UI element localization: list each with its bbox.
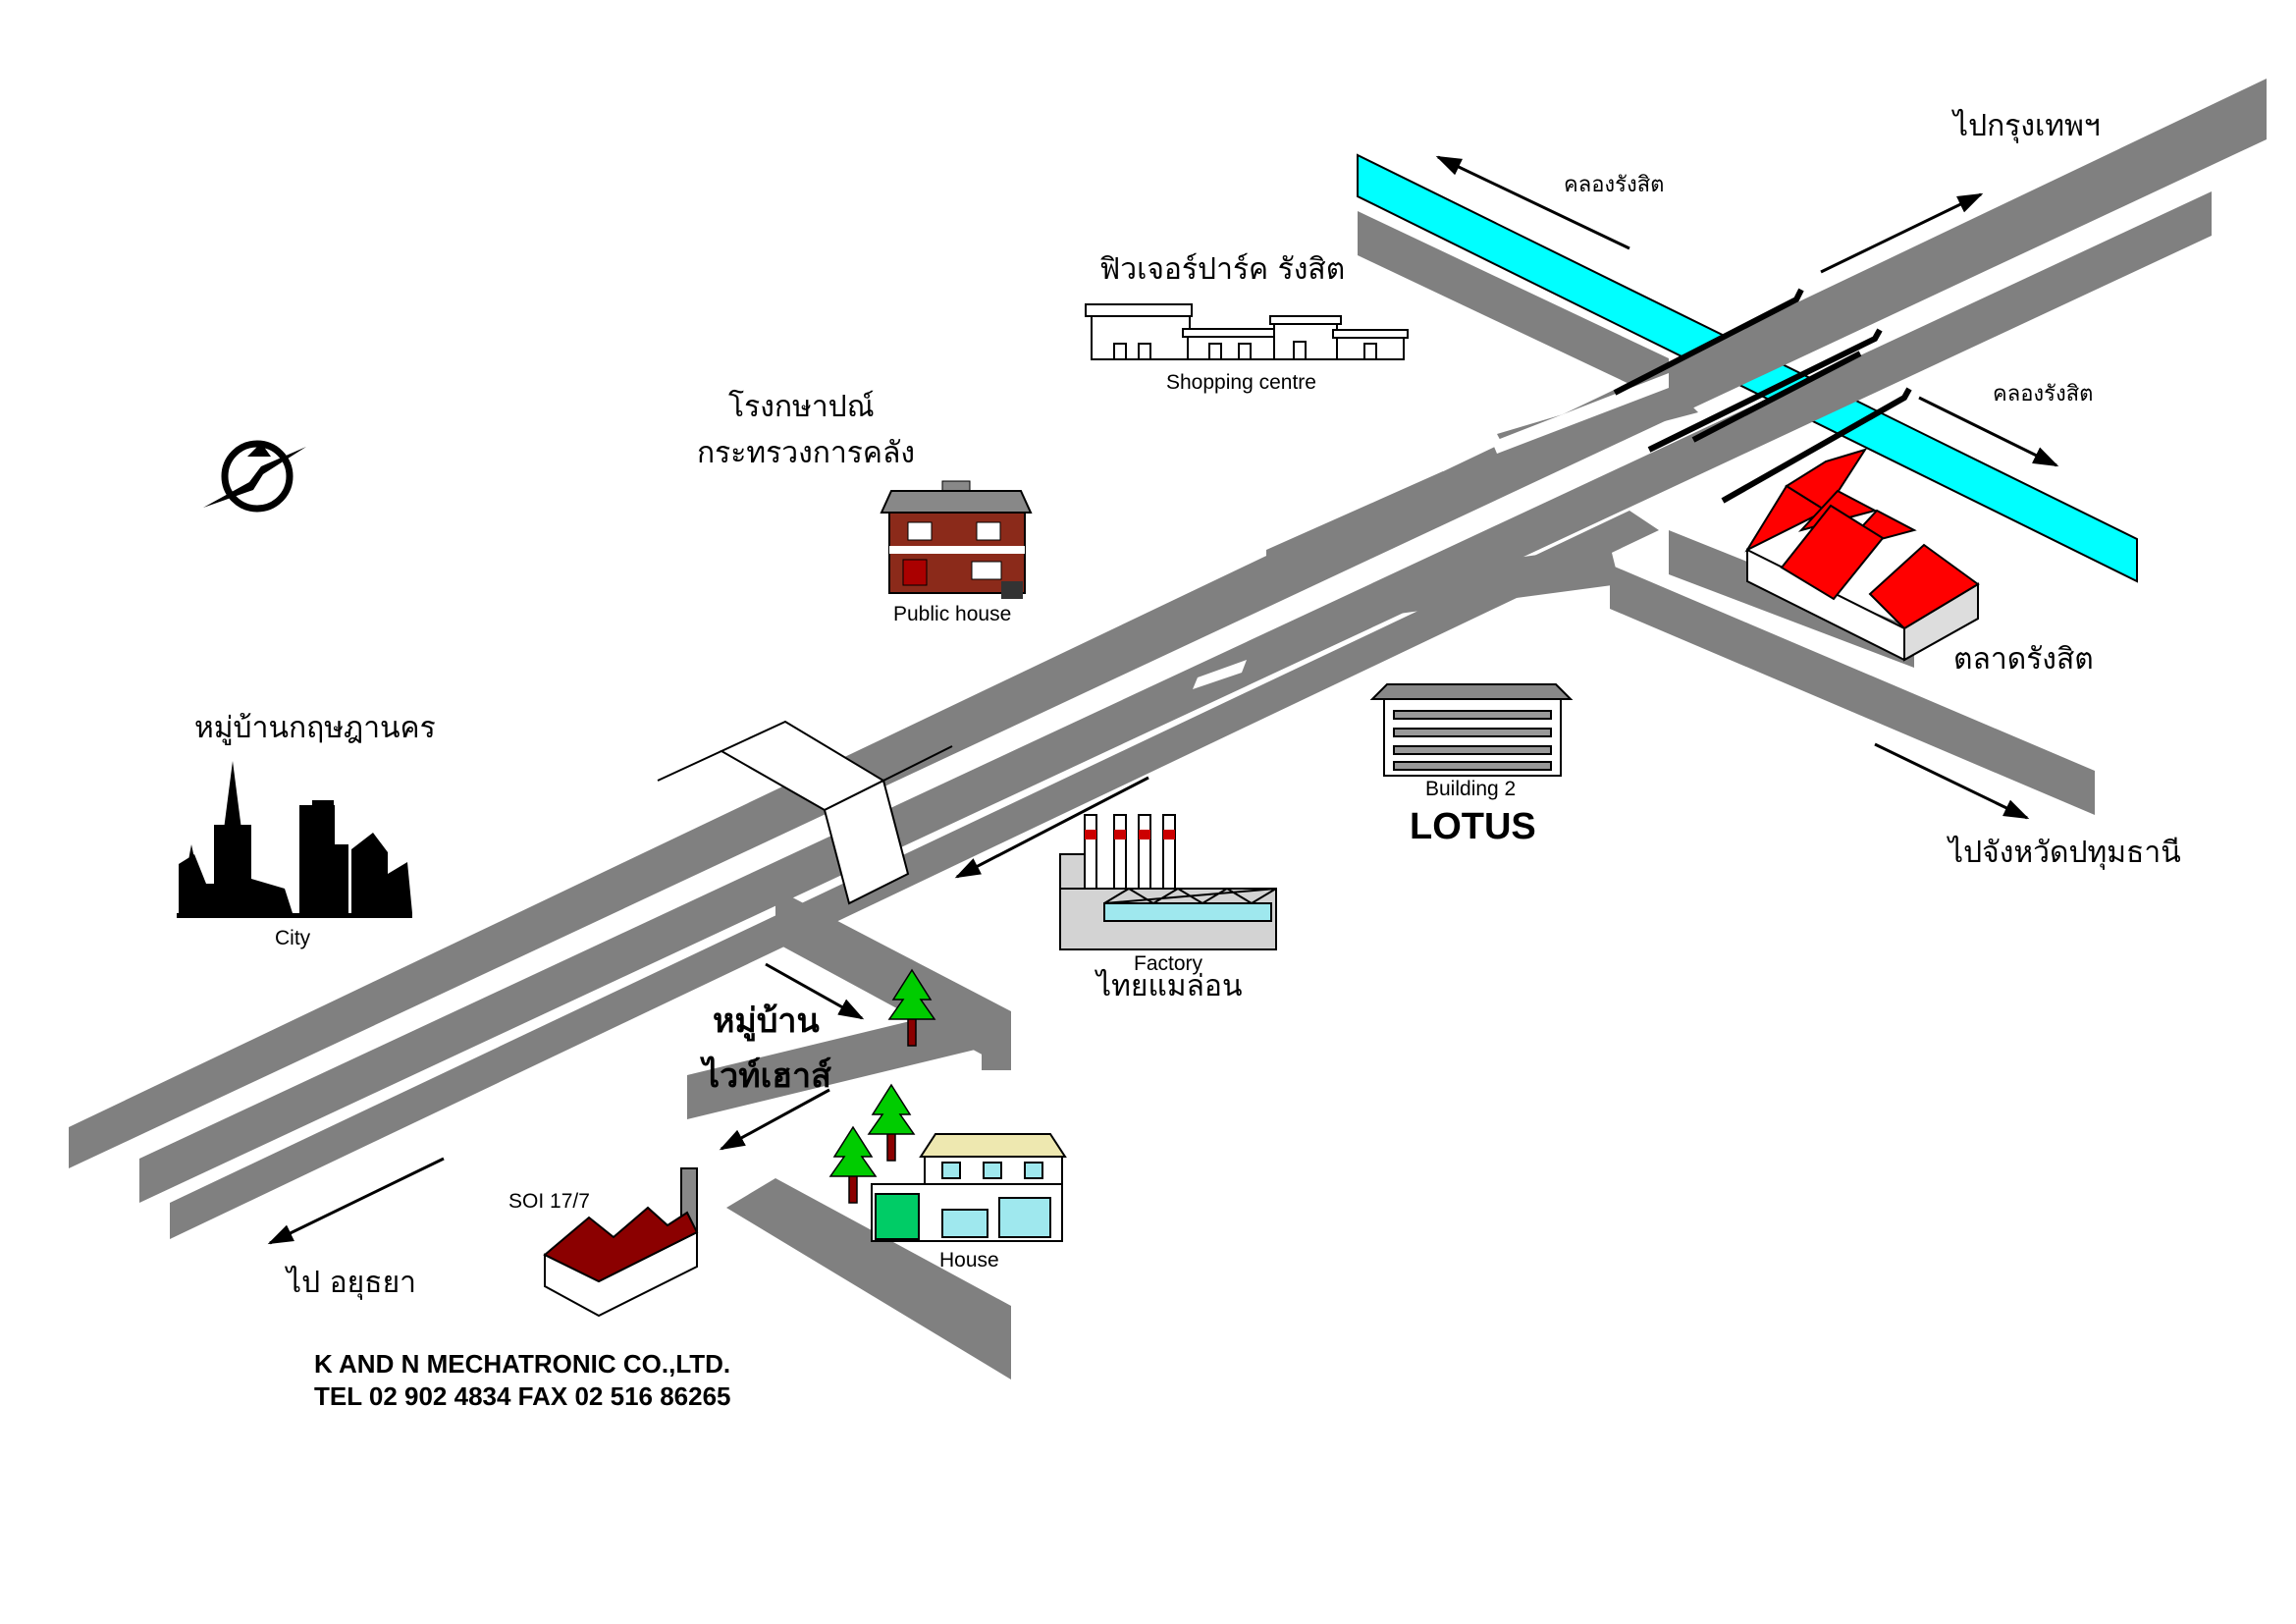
- label-klong-rangsit-top: คลองรังสิต: [1564, 173, 1665, 197]
- label-city: City: [275, 927, 311, 949]
- label-village-line2: ไวท์เฮาส์: [703, 1056, 831, 1096]
- road-gaps: [1193, 373, 1669, 689]
- label-house: House: [939, 1249, 999, 1272]
- arrow-klong-top: [1435, 155, 1630, 250]
- company-factory-icon: [543, 1167, 699, 1318]
- arrow-to-melon: [954, 776, 1149, 879]
- label-talad-rangsit: ตลาดรังสิต: [1953, 642, 2094, 677]
- factory-icon: [1059, 814, 1277, 950]
- label-future-park: ฟิวเจอร์ปาร์ค รังสิต: [1099, 252, 1346, 287]
- arrow-bangkok: [1820, 192, 1984, 274]
- company-contact: TEL 02 902 4834 FAX 02 516 86265: [314, 1381, 731, 1411]
- label-factory: Factory: [1134, 952, 1203, 975]
- label-krisdanakorn: หมู่บ้านกฤษฎานคร: [194, 711, 436, 745]
- label-to-pathum: ไปจังหวัดปทุมธานี: [1949, 836, 2181, 870]
- overpass-icon: [657, 720, 953, 905]
- arrow-klong-right: [1918, 396, 2059, 467]
- label-village-line1: หมู่บ้าน: [713, 1001, 820, 1041]
- company-name: K AND N MECHATRONIC CO.,LTD.: [314, 1349, 731, 1379]
- label-lotus: LOTUS: [1410, 806, 1536, 847]
- public-house-icon: [880, 480, 1033, 599]
- bridge-icon: [1613, 288, 1912, 504]
- label-soi: SOI 17/7: [508, 1190, 590, 1213]
- direction-arrows: [267, 155, 2059, 1245]
- label-mint-line1: โรงกษาปณ์: [728, 390, 875, 424]
- label-to-bangkok: ไปกรุงเทพฯ: [1953, 109, 2101, 143]
- label-thai-melon: ไทยแมล่อน: [1096, 969, 1243, 1003]
- shopping-centre-icon: [1085, 303, 1409, 360]
- compass-icon: [203, 440, 306, 513]
- house-icon: [871, 1133, 1067, 1242]
- market-warehouse-icon: [1744, 448, 1980, 662]
- arrow-village-in: [765, 962, 865, 1020]
- arrow-ayutthaya: [267, 1157, 445, 1245]
- arrow-pathum: [1874, 742, 2030, 820]
- label-klong-rangsit-right: คลองรังสิต: [1993, 382, 2094, 406]
- label-mint-line2: กระทรวงการคลัง: [697, 436, 915, 470]
- label-building2: Building 2: [1425, 778, 1517, 800]
- building-icon: [1369, 683, 1574, 777]
- label-to-ayutthaya: ไป อยุธยา: [287, 1266, 416, 1300]
- label-public-house: Public house: [893, 603, 1012, 625]
- arrow-village-out: [719, 1088, 830, 1151]
- tree-icon: [828, 968, 936, 1204]
- city-skyline-icon: [177, 761, 412, 918]
- label-shopping-centre: Shopping centre: [1166, 371, 1316, 394]
